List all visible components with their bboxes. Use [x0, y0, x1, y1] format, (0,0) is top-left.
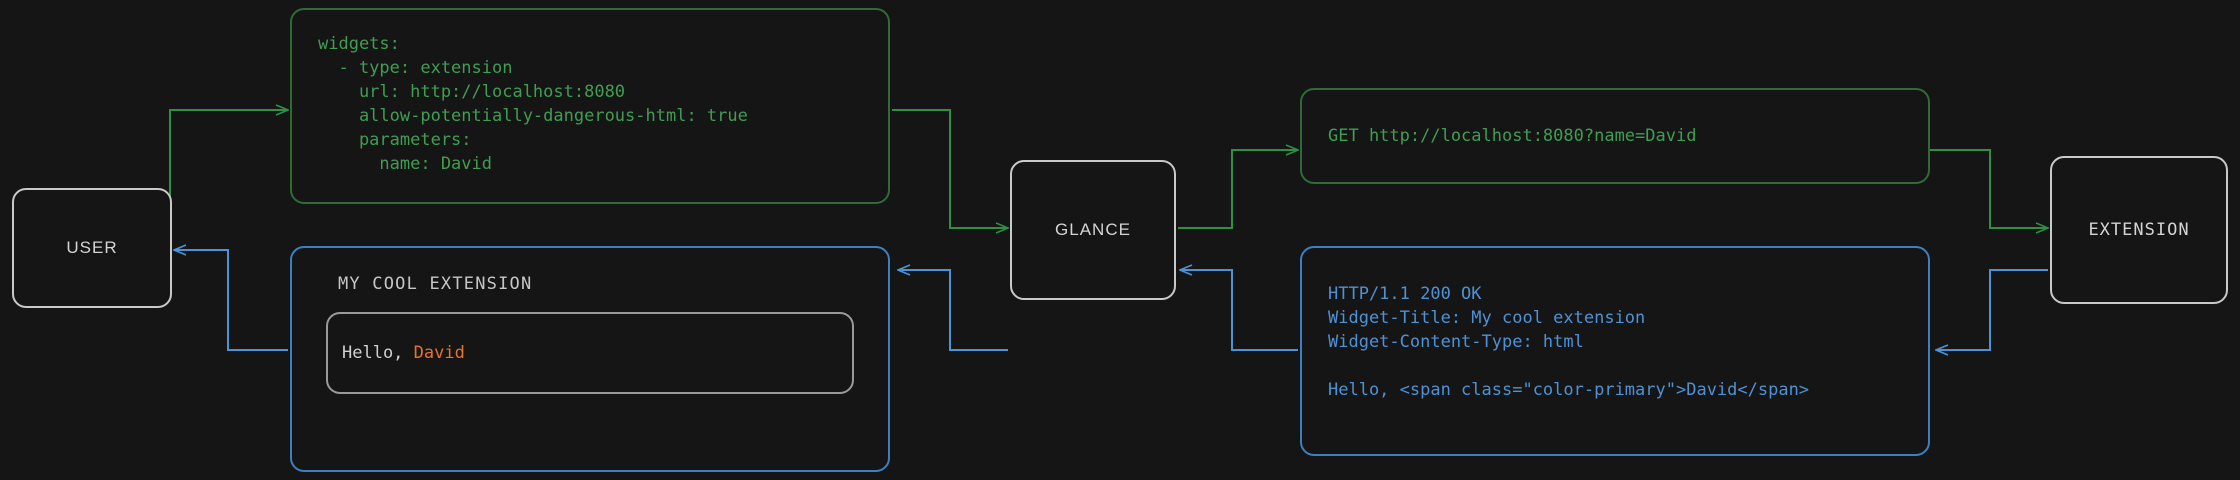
rendered-widget-greeting-name: David: [413, 343, 465, 363]
edge-request-to-extension: [1930, 149, 2048, 228]
rendered-widget-greeting-prefix: Hello,: [342, 343, 414, 363]
http-request-text: GET http://localhost:8080?name=David: [1328, 126, 1697, 146]
http-response-box: HTTP/1.1 200 OK Widget-Title: My cool ex…: [1300, 246, 1930, 456]
rendered-widget-greeting: Hello, David: [342, 343, 465, 363]
edge-user-to-config: [169, 110, 288, 228]
edge-response-to-glance: [1180, 270, 1298, 351]
rendered-widget-panel: MY COOL EXTENSION Hello, David: [290, 246, 890, 472]
edge-config-to-glance: [892, 109, 1008, 228]
edge-widget-to-user: [174, 250, 288, 351]
http-response-text: HTTP/1.1 200 OK Widget-Title: My cool ex…: [1328, 284, 1810, 400]
node-glance[interactable]: GLANCE: [1010, 160, 1176, 300]
node-extension[interactable]: EXTENSION: [2050, 156, 2228, 304]
node-user-label: USER: [66, 238, 118, 257]
rendered-widget-card: Hello, David: [326, 312, 854, 394]
node-glance-label: GLANCE: [1055, 220, 1131, 239]
config-yaml-box: widgets: - type: extension url: http://l…: [290, 8, 890, 204]
http-request-box: GET http://localhost:8080?name=David: [1300, 88, 1930, 184]
edge-extension-to-response: [1936, 269, 2048, 350]
node-extension-label: EXTENSION: [2088, 220, 2190, 240]
rendered-widget-title: MY COOL EXTENSION: [338, 274, 533, 294]
config-yaml-text: widgets: - type: extension url: http://l…: [318, 34, 748, 174]
edge-glance-to-widget: [898, 270, 1008, 351]
edge-glance-to-request: [1178, 150, 1298, 229]
node-user[interactable]: USER: [12, 188, 172, 308]
